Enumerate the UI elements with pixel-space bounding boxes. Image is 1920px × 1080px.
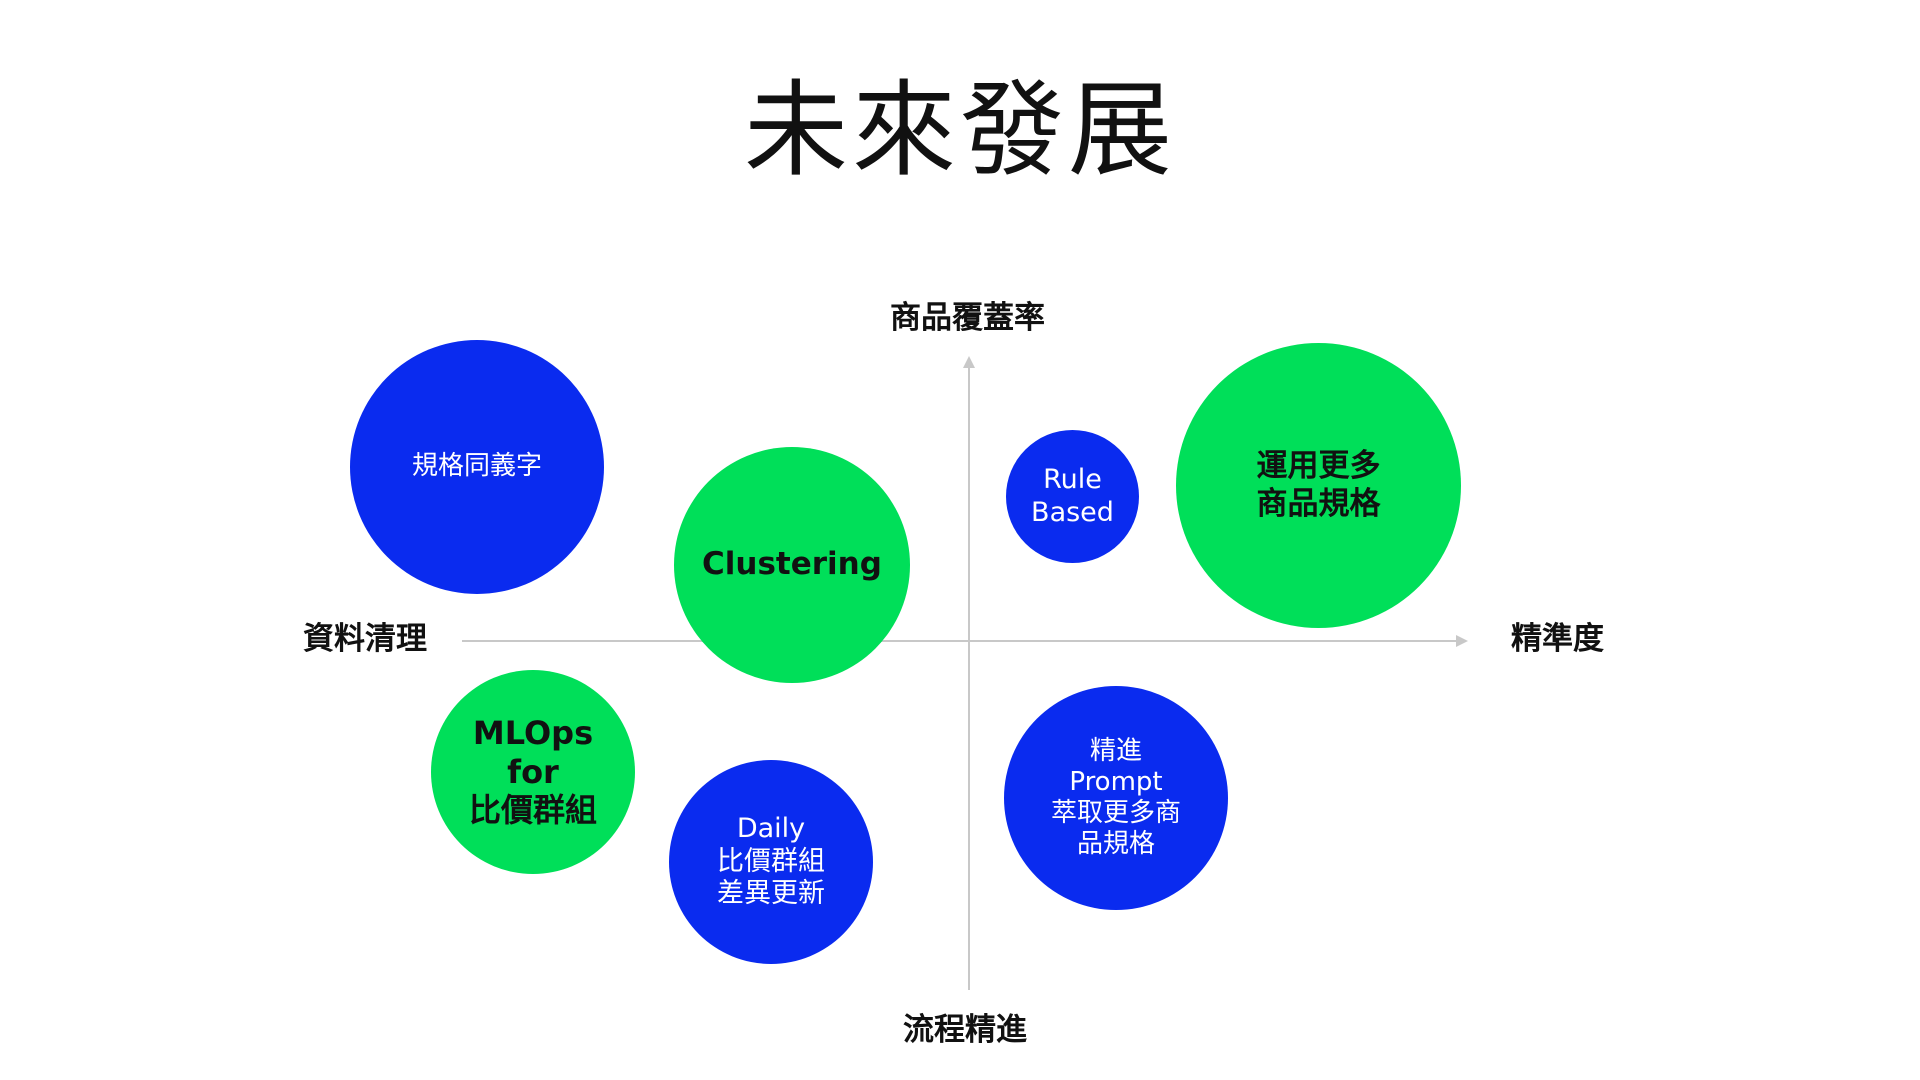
bubble-label: 運用更多 商品規格 <box>1256 448 1381 522</box>
bubble-spec-synonyms: 規格同義字 <box>350 340 604 594</box>
bubble-label: Clustering <box>702 546 882 583</box>
bubble-label: Rule Based <box>1031 464 1114 528</box>
axis-label-right: 精準度 <box>1511 621 1604 657</box>
bubble-daily-update: Daily 比價群組 差異更新 <box>669 760 873 964</box>
bubble-refine-prompt: 精進 Prompt 萃取更多商 品規格 <box>1004 686 1228 910</box>
bubble-label: 精進 Prompt 萃取更多商 品規格 <box>1050 735 1181 860</box>
bubble-more-product-specs: 運用更多 商品規格 <box>1176 343 1461 628</box>
bubble-mlops: MLOps for 比價群組 <box>431 670 635 874</box>
bubble-label: 規格同義字 <box>411 451 542 482</box>
bubble-label: MLOps for 比價群組 <box>468 714 597 830</box>
axis-label-top: 商品覆蓋率 <box>890 300 1045 336</box>
bubble-rule-based: Rule Based <box>1006 430 1139 563</box>
axis-label-left: 資料清理 <box>303 621 427 657</box>
page-title: 未來發展 <box>743 69 1176 191</box>
bubble-clustering: Clustering <box>674 447 910 683</box>
bubble-label: Daily 比價群組 差異更新 <box>717 813 825 910</box>
axis-label-bottom: 流程精進 <box>903 1012 1027 1048</box>
